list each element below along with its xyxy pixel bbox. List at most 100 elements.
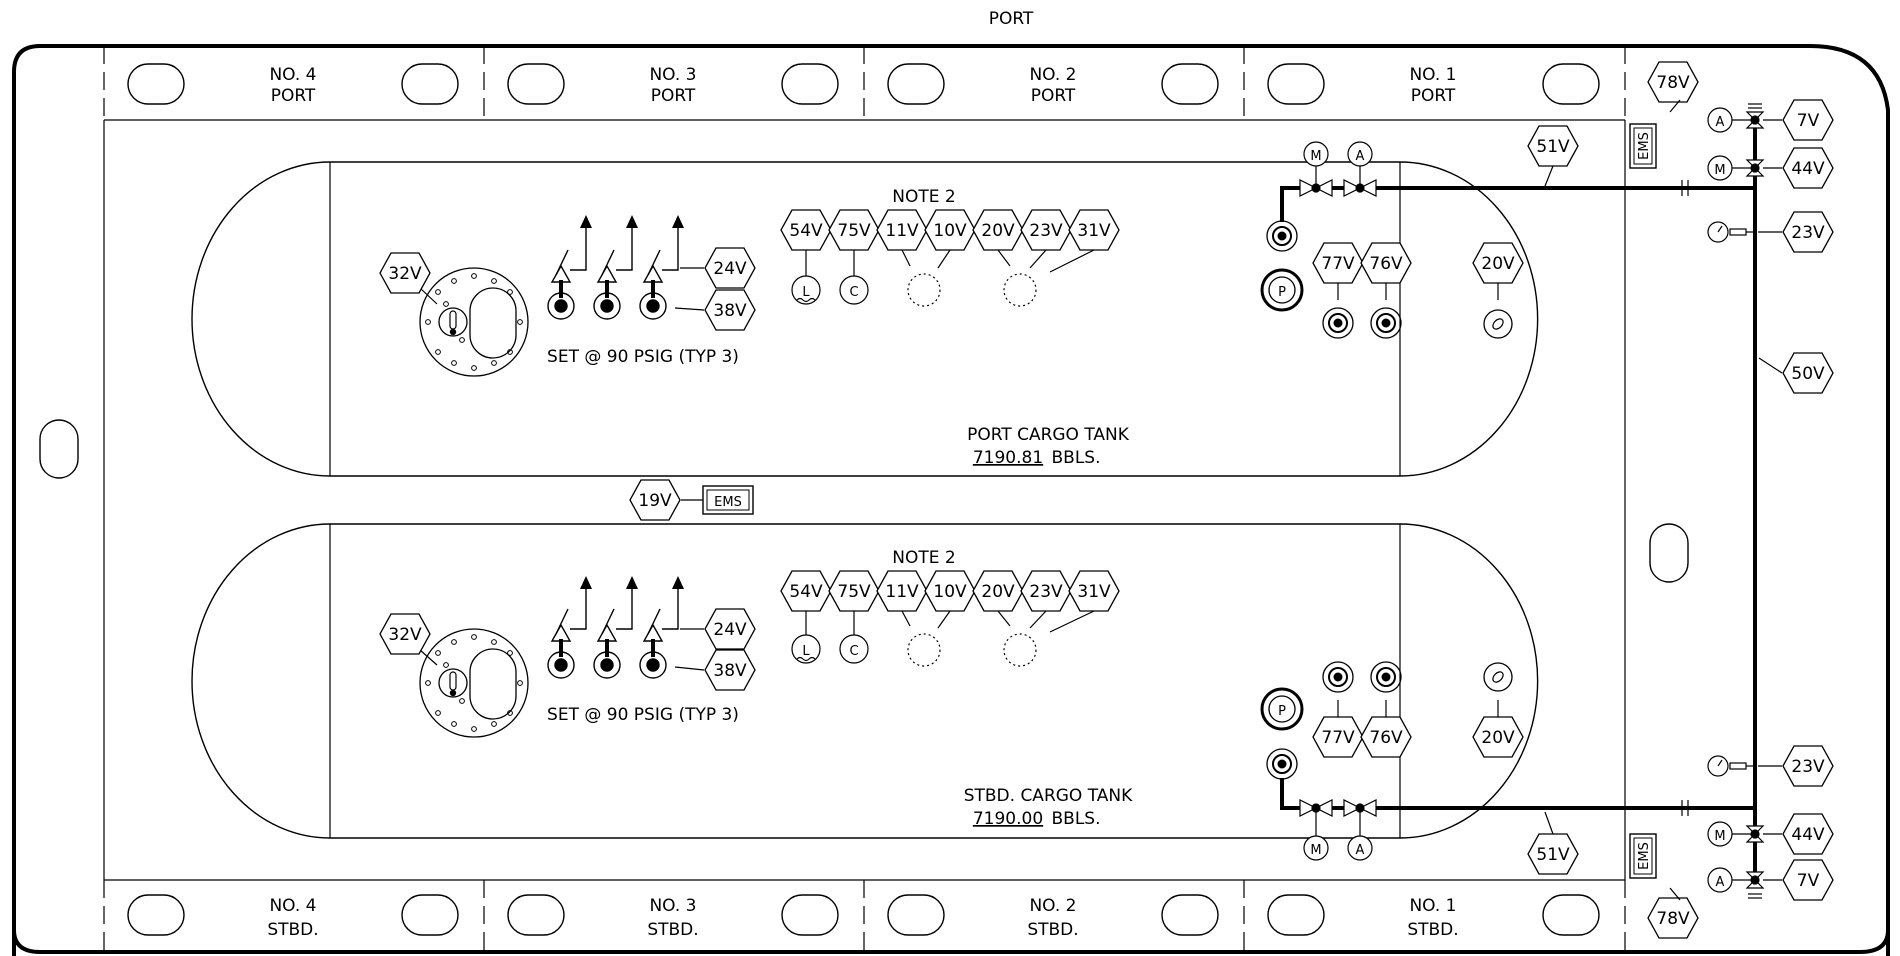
top-compartment-1: NO. 1 PORT xyxy=(1267,63,1600,106)
pressure-gauge-port xyxy=(1707,221,1782,243)
valve-tag-75v: 75V xyxy=(828,209,880,251)
tag-text: 44V xyxy=(1791,825,1825,845)
port-piping xyxy=(1280,120,1757,808)
tank-name: PORT CARGO TANK xyxy=(967,425,1130,445)
ems-label: EMS xyxy=(1637,842,1652,870)
tag-text: 44V xyxy=(1791,159,1825,179)
port-cargo-tank: PORT CARGO TANK 7190.81 BBLS. NOTE 2 SET… xyxy=(191,161,1539,477)
compartment-label-line1: NO. 4 xyxy=(269,65,316,85)
tag-text: 31V xyxy=(1077,582,1111,602)
valve-tag-23v-port-gauge: 23V xyxy=(1782,211,1834,253)
tag-text: 24V xyxy=(713,620,747,640)
relief-valves xyxy=(547,222,679,320)
compartment-label-line2: PORT xyxy=(1031,86,1076,106)
tag-text: 23V xyxy=(1791,223,1825,243)
valve-tag-20v: 20V xyxy=(972,570,1024,612)
tag-text: 10V xyxy=(933,582,967,602)
motor-actuator-label: M xyxy=(1714,163,1725,178)
ems-box-port: EMS xyxy=(1629,123,1657,169)
motor-actuator-label: M xyxy=(1310,149,1321,164)
valve-tag-10v: 10V xyxy=(924,209,976,251)
valve-tag-7v-stbd: 7V xyxy=(1782,859,1834,901)
manhole xyxy=(419,628,529,738)
top-compartment-3: NO. 3 PORT xyxy=(507,63,839,106)
c-indicator-label: C xyxy=(849,644,858,659)
ems-label: EMS xyxy=(1637,132,1652,160)
valve-tag-54v: 54V xyxy=(780,209,832,251)
valve-tag-76v: 76V xyxy=(1360,242,1412,284)
air-actuator-label: A xyxy=(1356,843,1365,858)
tag-text: 75V xyxy=(837,582,871,602)
compartment-label-line1: NO. 1 xyxy=(1409,65,1456,85)
valve-tag-77v: 77V xyxy=(1312,716,1364,758)
tank-name: STBD. CARGO TANK xyxy=(964,786,1133,806)
stbd-cargo-tank: STBD. CARGO TANK 7190.00 BBLS. NOTE 2 SE… xyxy=(191,523,1539,839)
tag-text: 38V xyxy=(713,301,747,321)
valve-tag-76v: 76V xyxy=(1360,716,1412,758)
valve-tag-24v: 24V xyxy=(704,608,756,650)
valve-tag-32v: 32V xyxy=(379,252,431,294)
tank-note: NOTE 2 xyxy=(892,187,955,207)
left-hatch xyxy=(39,419,79,479)
stbd-pump-valves xyxy=(1299,799,1377,861)
valve-tag-54v: 54V xyxy=(780,570,832,612)
tag-text: 51V xyxy=(1536,845,1570,865)
stbd-piping xyxy=(1280,778,1757,880)
tank-note: NOTE 2 xyxy=(892,548,955,568)
valve-tag-78v-stbd: 78V xyxy=(1647,897,1699,939)
compartment-label-line1: NO. 4 xyxy=(269,896,316,916)
valve-tag-23v: 23V xyxy=(1020,209,1072,251)
air-actuator-label: A xyxy=(1356,149,1365,164)
compartment-label-line2: STBD. xyxy=(1027,920,1078,940)
valve-tag-24v: 24V xyxy=(704,247,756,289)
valve-tag-75v: 75V xyxy=(828,570,880,612)
cargo-pump xyxy=(1260,220,1304,312)
tag-text: 32V xyxy=(388,625,422,645)
tag-text: 7V xyxy=(1797,111,1820,131)
compartment-label-line2: PORT xyxy=(1411,86,1456,106)
note-connectors xyxy=(791,249,1095,307)
tag-text: 38V xyxy=(713,661,747,681)
air-actuator-label: A xyxy=(1716,115,1725,130)
right-hatch xyxy=(1649,523,1689,583)
tag-text: 75V xyxy=(837,221,871,241)
compartment-label-line1: NO. 1 xyxy=(1409,896,1456,916)
hull-bottom-outline xyxy=(12,929,1890,954)
valve-tag-31v: 31V xyxy=(1068,209,1120,251)
pressure-gauge-stbd xyxy=(1707,755,1782,777)
tag-text: 11V xyxy=(885,582,919,602)
tank-volume: 7190.00 xyxy=(973,809,1043,829)
valve-tag-51v-port: 51V xyxy=(1527,125,1579,167)
compartment-label-line2: STBD. xyxy=(1407,920,1458,940)
valve-tag-20v: 20V xyxy=(972,209,1024,251)
tag-text: 20V xyxy=(1481,728,1515,748)
tag-text: 78V xyxy=(1656,73,1690,93)
top-compartment-4: NO. 4 PORT xyxy=(127,63,459,106)
valve-tag-44v-stbd: 44V xyxy=(1782,813,1834,855)
relief-valves xyxy=(547,583,679,679)
valve-tag-23v-stbd-gauge: 23V xyxy=(1782,745,1834,787)
relief-setting-label: SET @ 90 PSIG (TYP 3) xyxy=(547,705,739,725)
tag-text: 23V xyxy=(1029,221,1063,241)
right-vent-valves-port xyxy=(1707,103,1782,181)
pump-label: P xyxy=(1278,285,1286,300)
compartment-label-line2: STBD. xyxy=(647,920,698,940)
note-connectors xyxy=(791,610,1095,667)
valve-tag-50v: 50V xyxy=(1782,352,1834,394)
compartment-label-line2: PORT xyxy=(271,86,316,106)
tag-text: 54V xyxy=(789,582,823,602)
top-port-label: PORT xyxy=(989,9,1034,29)
air-actuator-label: A xyxy=(1716,875,1725,890)
hull-outline xyxy=(12,44,1890,956)
top-compartment-2: NO. 2 PORT xyxy=(887,63,1219,106)
valve-tag-31v: 31V xyxy=(1068,570,1120,612)
compartment-label-line1: NO. 3 xyxy=(649,896,696,916)
relief-setting-label: SET @ 90 PSIG (TYP 3) xyxy=(547,347,739,367)
tag-text: 31V xyxy=(1077,221,1111,241)
tag-text: 51V xyxy=(1536,137,1570,157)
relief-arrows xyxy=(580,215,684,228)
level-indicator-label: L xyxy=(802,285,810,300)
tag-text: 32V xyxy=(388,264,422,284)
cargo-pump xyxy=(1260,687,1304,780)
valve-tag-11v: 11V xyxy=(876,570,928,612)
